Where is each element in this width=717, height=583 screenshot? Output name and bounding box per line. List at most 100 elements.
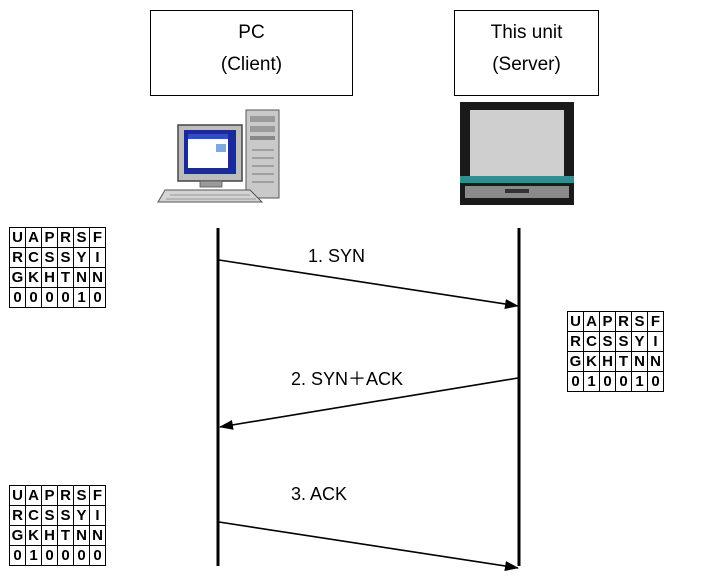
flag-cell: 1 — [73, 287, 90, 308]
flag-cell: 0 — [73, 545, 90, 566]
flag-cell: Y — [631, 331, 648, 352]
message-syn-ack-label: 2. SYN＋ACK — [291, 369, 404, 389]
flag-cell: P — [599, 311, 616, 332]
flag-cell: S — [631, 311, 648, 332]
flag-cell: 1 — [631, 371, 648, 392]
arrow-syn-ack — [219, 377, 519, 430]
flag-cell: N — [89, 267, 106, 288]
flag-cell: F — [89, 227, 106, 248]
flag-cell: 0 — [9, 287, 26, 308]
desktop-computer-icon — [157, 109, 280, 203]
flag-cell: R — [615, 311, 632, 332]
flag-cell: S — [41, 247, 58, 268]
flag-cell: 0 — [89, 287, 106, 308]
flag-cell: S — [57, 247, 74, 268]
flag-cell: U — [9, 227, 26, 248]
flag-cell: H — [41, 267, 58, 288]
flag-cell: S — [599, 331, 616, 352]
flag-cell: T — [615, 351, 632, 372]
flag-cell: F — [89, 485, 106, 506]
flag-cell: S — [73, 227, 90, 248]
flag-cell: 0 — [647, 371, 664, 392]
flag-cell: G — [9, 267, 26, 288]
flag-cell: R — [9, 247, 26, 268]
server-title: This unit — [490, 22, 563, 43]
client-title: PC — [238, 22, 265, 43]
flag-cell: P — [41, 485, 58, 506]
client-subtitle: (Client) — [220, 54, 283, 75]
flag-cell: 0 — [9, 545, 26, 566]
flag-cell: K — [25, 267, 42, 288]
flag-cell: S — [73, 485, 90, 506]
flag-cell: H — [41, 525, 58, 546]
flag-cell: I — [89, 505, 106, 526]
flag-cell: U — [9, 485, 26, 506]
flag-cell: I — [89, 247, 106, 268]
flag-cell: R — [567, 331, 584, 352]
flag-cell: A — [25, 485, 42, 506]
flag-cell: N — [631, 351, 648, 372]
server-subtitle: (Server) — [492, 54, 561, 75]
flag-cell: 0 — [41, 287, 58, 308]
flag-cell: P — [41, 227, 58, 248]
flag-cell: C — [25, 505, 42, 526]
flag-cell: C — [25, 247, 42, 268]
flag-cell: S — [615, 331, 632, 352]
flag-cell: G — [567, 351, 584, 372]
flag-cell: H — [599, 351, 616, 372]
flag-cell: T — [57, 267, 74, 288]
flag-cell: R — [9, 505, 26, 526]
flag-cell: N — [647, 351, 664, 372]
flag-cell: S — [57, 505, 74, 526]
flag-cell: C — [583, 331, 600, 352]
flag-cell: 0 — [41, 545, 58, 566]
flag-cell: N — [73, 267, 90, 288]
flag-cell: 0 — [57, 545, 74, 566]
flag-cell: S — [41, 505, 58, 526]
flag-cell: 0 — [57, 287, 74, 308]
flag-cell: G — [9, 525, 26, 546]
flag-cell: I — [647, 331, 664, 352]
flag-cell: R — [57, 227, 74, 248]
arrow-ack — [218, 521, 519, 571]
flag-cell: K — [583, 351, 600, 372]
client-label-box: PC (Client) — [150, 10, 353, 96]
flag-cell: 0 — [615, 371, 632, 392]
server-label-box: This unit (Server) — [454, 10, 599, 96]
flag-cell: A — [583, 311, 600, 332]
flag-cell: F — [647, 311, 664, 332]
flag-cell: T — [57, 525, 74, 546]
flag-cell: 0 — [599, 371, 616, 392]
monitor-unit-icon — [460, 102, 574, 205]
flag-cell: 1 — [25, 545, 42, 566]
flag-cell: 0 — [25, 287, 42, 308]
message-ack-label: 3. ACK — [291, 484, 348, 504]
flag-cell: N — [73, 525, 90, 546]
flag-cell: Y — [73, 505, 90, 526]
flag-cell: Y — [73, 247, 90, 268]
message-syn-label: 1. SYN — [308, 246, 366, 266]
flag-cell: 1 — [583, 371, 600, 392]
flag-cell: 0 — [567, 371, 584, 392]
flag-cell: R — [57, 485, 74, 506]
flag-cell: A — [25, 227, 42, 248]
flag-cell: U — [567, 311, 584, 332]
arrow-syn — [218, 259, 519, 309]
flag-cell: 0 — [89, 545, 106, 566]
